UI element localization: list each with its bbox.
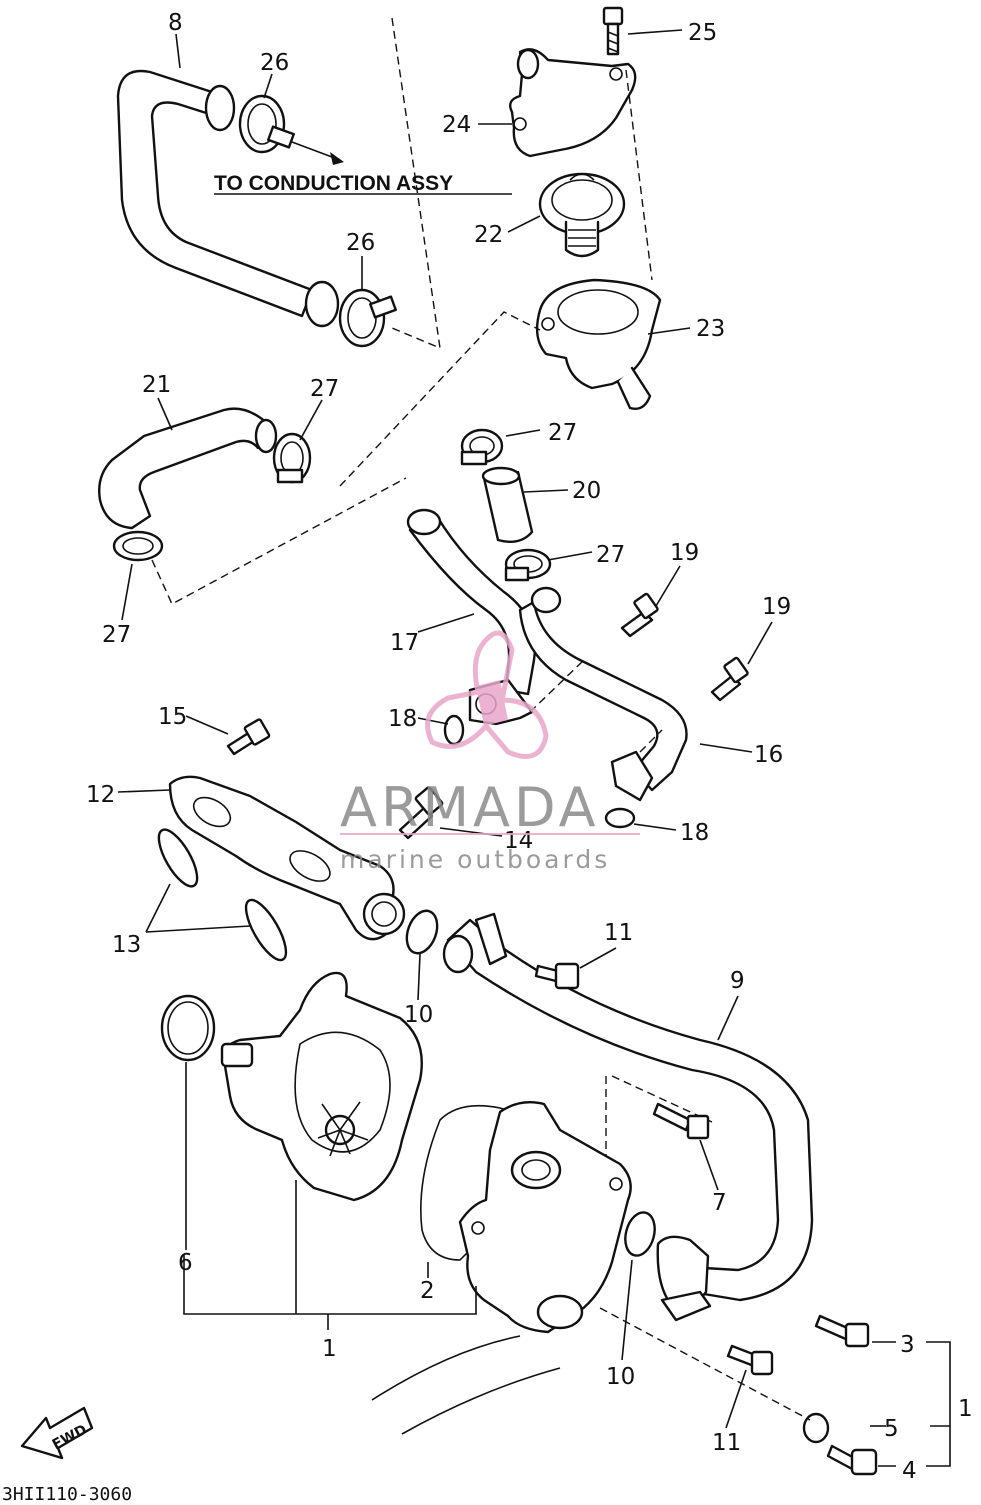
hose-clamp-26-lower [338,288,397,348]
watermark-tagline: marine outboards [340,845,610,874]
callout-19-upper: 19 [670,540,699,566]
callout-11-lower: 11 [712,1430,741,1456]
callout-12: 12 [86,782,115,808]
callout-19-lower: 19 [762,594,791,620]
callout-13: 13 [112,932,141,958]
hose-17 [406,508,536,696]
bolt-15 [226,718,271,756]
callout-3: 3 [900,1332,915,1358]
gasket-13-lower [244,898,288,962]
callout-7: 7 [712,1190,727,1216]
watermark-brand: ARMADA [340,776,600,839]
callout-1-pump: 1 [322,1336,337,1362]
callout-10-lower: 10 [606,1364,635,1390]
hose-20 [481,466,534,543]
callout-22: 22 [474,222,503,248]
guide-line-pipe-9 [605,1075,713,1160]
callout-11-upper: 11 [604,920,633,946]
o-ring-10-lower [624,1211,656,1257]
thermostat-cover-24 [509,48,637,158]
hose-clamp-27-middle [504,548,552,582]
bolt-25 [602,6,624,56]
pipe-9 [442,912,814,1322]
callout-27-top: 27 [548,420,577,446]
impeller-housing [220,971,423,1202]
hose-8 [116,69,340,328]
bolt-14 [398,786,444,840]
leader-lines [117,29,951,1467]
callout-labels: 8 26 26 25 24 22 23 21 27 27 27 27 20 19… [86,10,973,1484]
bolt-11-lower [726,1344,774,1376]
callout-4: 4 [902,1458,917,1484]
callout-6: 6 [178,1250,193,1276]
guide-line-pump [599,1307,811,1421]
thermostat-22 [538,172,626,258]
hose-16 [518,586,688,792]
callout-27-upper-left: 27 [310,376,339,402]
engine-outline-curve [371,1335,561,1435]
callout-14: 14 [504,828,533,854]
hose-clamp-27-top [460,428,504,466]
callout-5: 5 [884,1416,899,1442]
washer-5 [802,1412,830,1444]
callout-20: 20 [572,478,601,504]
outlet-pipe-12 [168,775,406,941]
bolt-3 [814,1314,870,1348]
callout-15: 15 [158,704,187,730]
diagram-code: 3HII110-3060 [2,1484,132,1505]
guide-line-thermostat [625,69,653,281]
callout-2: 2 [420,1278,435,1304]
callout-23: 23 [696,316,725,342]
hose-clamp-27-lower-left [112,530,164,562]
o-ring-6 [160,994,216,1062]
armada-watermark-logo: ARMADA marine outboards [340,630,640,874]
bolt-19-lower [710,656,749,702]
guide-line-hose-16 [529,659,663,753]
hose-21 [98,407,278,530]
guide-line-hose-21 [151,311,541,605]
callout-9: 9 [730,968,745,994]
callout-27-lower-left: 27 [102,622,131,648]
plug-bolt-4 [826,1444,878,1476]
callout-26-lower: 26 [346,230,375,256]
hose-clamp-26-upper [238,94,295,154]
callout-18-right: 18 [680,820,709,846]
o-ring-10-upper [405,909,439,955]
callout-26-upper: 26 [260,50,289,76]
callout-21: 21 [142,372,171,398]
callout-17: 17 [390,630,419,656]
callout-24: 24 [442,112,471,138]
thermostat-housing-23 [535,278,662,410]
callout-27-middle: 27 [596,542,625,568]
bolt-7 [652,1102,710,1140]
arrow-head-to-conduction [330,152,344,165]
caption-to-conduction-assy: TO CONDUCTION ASSY [214,172,453,195]
gasket-13-upper [157,828,199,888]
callout-18-left: 18 [388,706,417,732]
pump-body [458,1101,632,1334]
callout-1-group: 1 [958,1396,973,1422]
guide-line-hose-8 [391,17,441,350]
forward-arrow-icon: FWD [20,1406,94,1460]
hose-clamp-27-upper-left [272,432,312,484]
callout-25: 25 [688,20,717,46]
callout-8: 8 [168,10,183,36]
callout-10-upper: 10 [404,1002,433,1028]
bolt-11-upper [534,962,580,990]
bolt-19-upper [620,592,659,638]
fitting-18-right [604,750,654,829]
callout-16: 16 [754,742,783,768]
